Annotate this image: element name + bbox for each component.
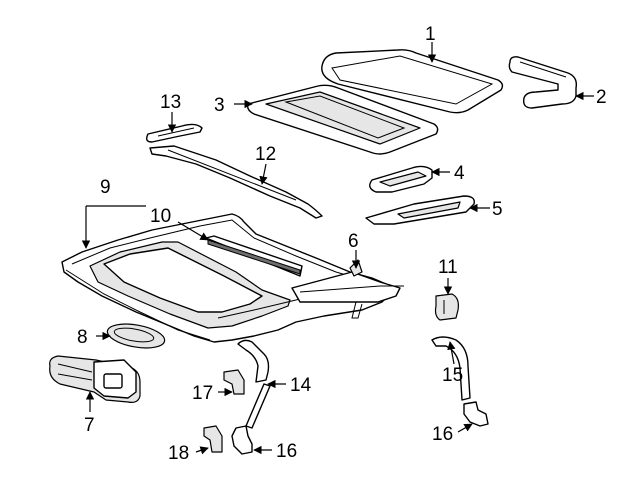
callout-11: 11 (438, 257, 458, 278)
callout-1: 1 (425, 24, 436, 45)
part-16-elbow-right (463, 401, 489, 427)
part-1-glass-panel (321, 49, 504, 114)
part-4-slider-block (369, 165, 433, 193)
callout-18: 18 (168, 443, 189, 464)
part-2-seal-strip (508, 56, 578, 109)
part-12-rail (149, 145, 323, 219)
callout-16-right: 16 (432, 424, 453, 445)
leader-lines (81, 42, 594, 455)
part-13-bracket (145, 123, 203, 143)
callout-3: 3 (214, 95, 225, 116)
callout-labels: 1 2 3 4 5 6 7 8 9 10 11 12 13 14 15 16 1… (77, 24, 607, 464)
callout-17: 17 (192, 383, 213, 404)
part-14-drain-hose (237, 339, 271, 429)
part-5-guide-plate (365, 195, 475, 225)
callout-5: 5 (492, 199, 503, 220)
callout-13: 13 (160, 92, 181, 113)
part-11-clip (434, 293, 459, 321)
callout-10: 10 (150, 206, 171, 227)
part-7-motor (49, 355, 141, 403)
part-18-clip (203, 425, 223, 453)
callout-16-left: 16 (276, 441, 297, 462)
part-10-seal-strip (205, 235, 303, 277)
part-8-grommet (106, 323, 166, 349)
callout-2: 2 (596, 87, 607, 108)
callout-15: 15 (442, 365, 463, 386)
callout-9: 9 (100, 177, 111, 198)
callout-7: 7 (84, 415, 95, 436)
callout-4: 4 (454, 163, 465, 184)
part-17-clip (223, 369, 245, 395)
part-15-drain-hose (431, 336, 471, 401)
callout-14: 14 (290, 375, 312, 396)
part-16-elbow-left (231, 425, 253, 455)
callout-8: 8 (77, 327, 88, 348)
callout-6: 6 (348, 231, 359, 252)
callout-12: 12 (255, 144, 276, 165)
part-3-sunshade-frame (246, 84, 439, 155)
